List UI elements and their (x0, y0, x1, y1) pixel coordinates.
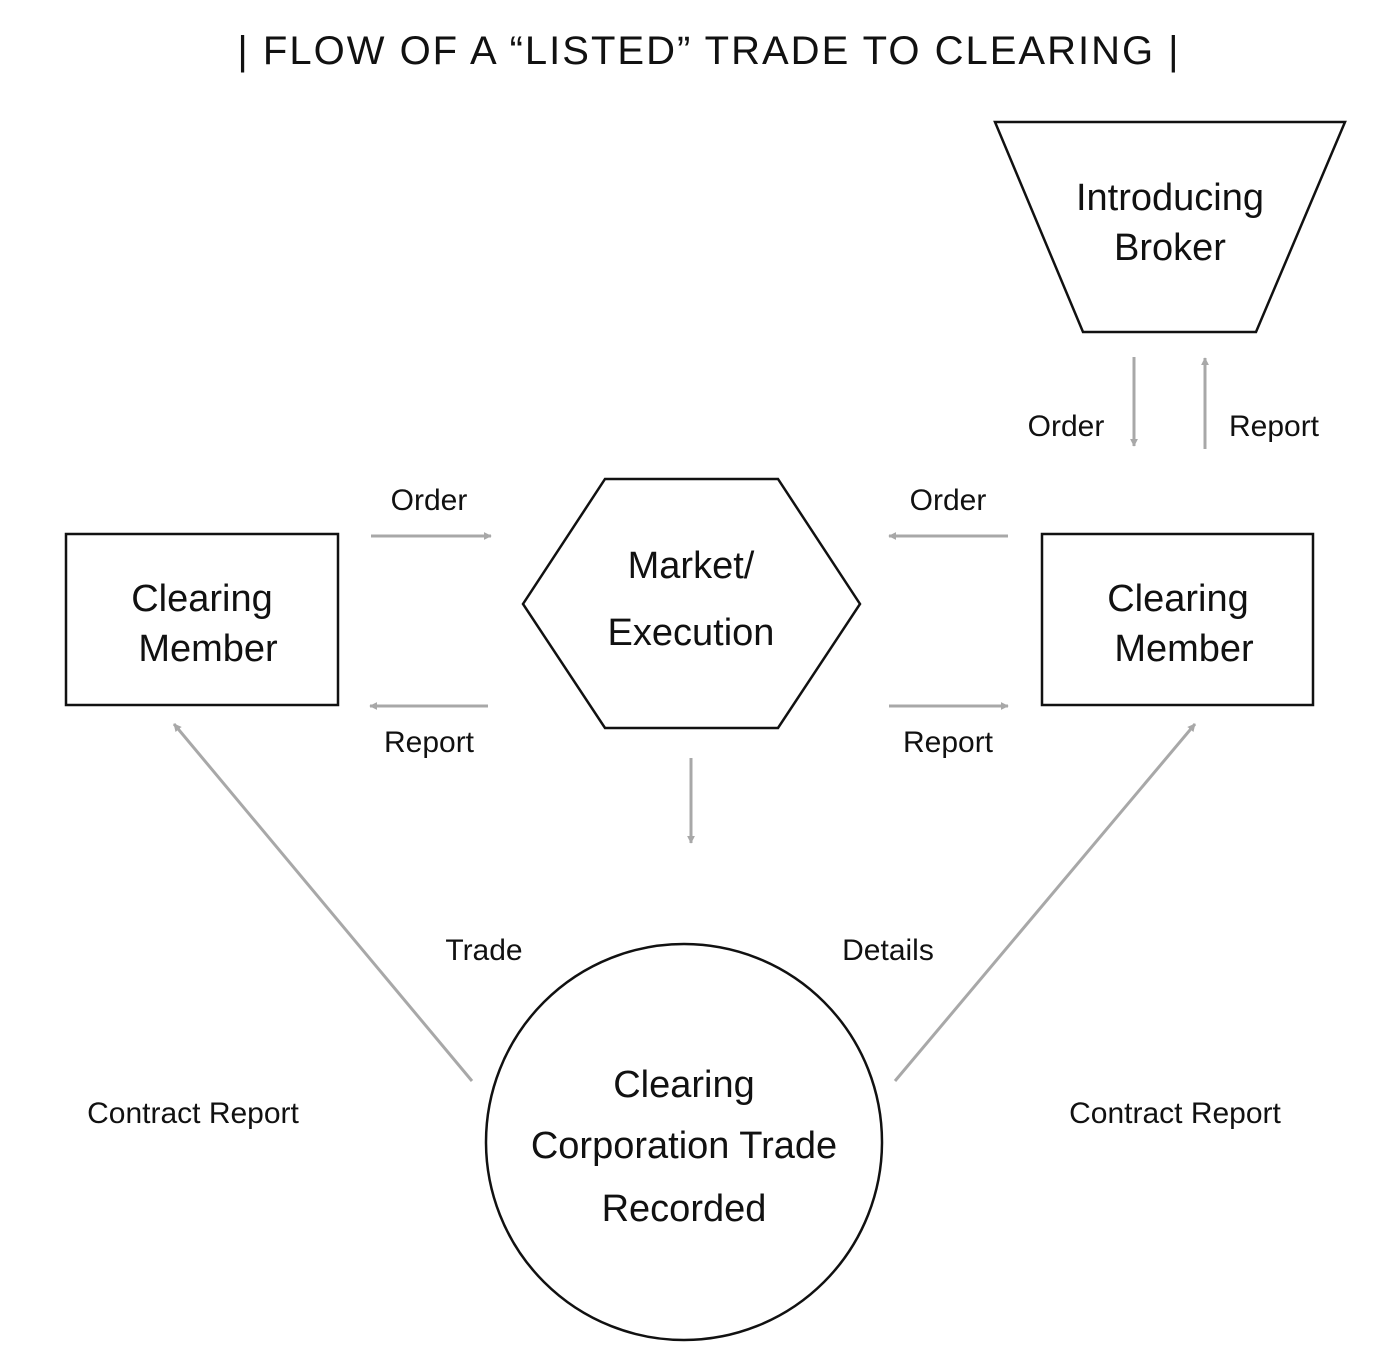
clearing-corporation-label-3: Recorded (602, 1188, 767, 1230)
introducing-broker-label-1: Introducing (1076, 177, 1264, 219)
clearing-corporation-label-2: Corporation Trade (531, 1125, 837, 1167)
clearing-member-right-label-2: Member (1114, 628, 1254, 670)
contract-report-left-arrow (172, 723, 474, 1082)
introducing-broker-label-2: Broker (1114, 227, 1226, 269)
clearing-member-right-label-1: Clearing (1107, 578, 1249, 620)
introducing-broker-node: Introducing Broker (993, 120, 1347, 334)
market-execution-label-2: Execution (608, 612, 775, 654)
details-label: Details (842, 934, 934, 967)
trade-label: Trade (445, 934, 522, 967)
contract-report-right-arrow (893, 723, 1197, 1082)
market-execution-label-1: Market/ (628, 545, 755, 587)
ib-report-label: Report (1229, 410, 1320, 443)
left-order-label: Order (391, 484, 468, 517)
clearing-corporation-label-1: Clearing (613, 1064, 755, 1106)
clearing-member-left-label-2: Member (138, 628, 278, 670)
clearing-member-right-node: Clearing Member (1040, 532, 1315, 707)
left-report-label: Report (384, 726, 475, 759)
contract-report-right-label: Contract Report (1069, 1097, 1281, 1130)
clearing-member-left-label-1: Clearing (131, 578, 273, 620)
diagram-title: | FLOW OF A “LISTED” TRADE TO CLEARING | (237, 29, 1180, 73)
ib-order-label: Order (1028, 410, 1105, 443)
market-execution-node: Market/ Execution (521, 477, 862, 730)
right-report-label: Report (903, 726, 994, 759)
right-order-label: Order (910, 484, 987, 517)
clearing-member-left-node: Clearing Member (64, 532, 340, 707)
clearing-corporation-node: Clearing Corporation Trade Recorded (484, 942, 884, 1342)
contract-report-left-label: Contract Report (87, 1097, 299, 1130)
